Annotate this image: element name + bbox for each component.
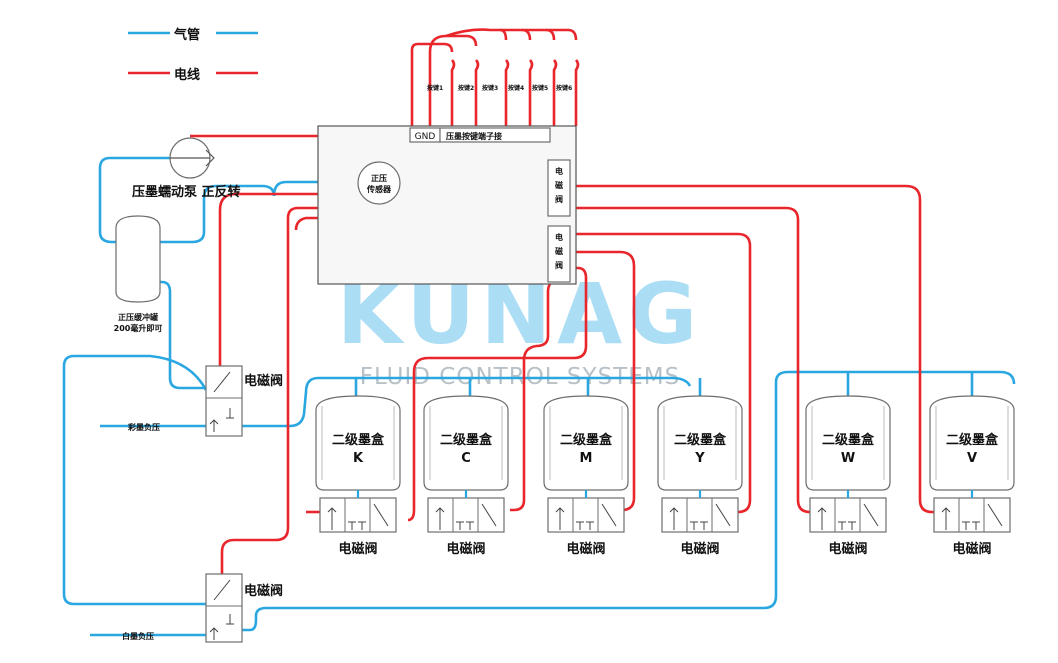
wire-runs	[190, 134, 936, 580]
ink-box-v: 二级墨盒 V 电磁阀	[929, 395, 1015, 557]
ink-box-code: K	[353, 451, 364, 466]
ink-box-code: Y	[694, 451, 705, 466]
ink-box-valve-label: 电磁阀	[680, 541, 719, 557]
ink-box-valve	[319, 490, 397, 533]
gnd-terminal: GND	[415, 132, 436, 142]
button-labels: 按键1 按键2 按键3 按键4 按键5 按键6	[427, 84, 572, 92]
legend-wire-label: 电线	[174, 67, 200, 83]
ink-box-title: 二级墨盒	[560, 432, 613, 448]
upper-solenoid-valve: 电磁阀 彩墨负压	[127, 365, 283, 437]
ink-box-valve	[427, 490, 505, 533]
ink-box-body	[315, 395, 401, 491]
pump-label: 压墨蠕动泵 正反转	[132, 184, 241, 200]
lower-solenoid-valve: 电磁阀 白墨负压	[122, 573, 283, 643]
valve-port-1-char3: 阀	[555, 194, 563, 204]
ink-box-m: 二级墨盒 M 电磁阀	[543, 395, 629, 557]
ink-box-y: 二级墨盒 Y 电磁阀	[657, 395, 743, 557]
ink-box-valve	[661, 490, 739, 533]
ink-boxes: 二级墨盒 K 电磁阀 二级墨盒 C 电磁阀 二级墨盒 M 电磁阀 二级墨盒 Y 电磁阀 二级墨盒 W 电磁阀…	[315, 395, 1015, 557]
ink-box-code: M	[580, 451, 593, 466]
ink-box-valve-label: 电磁阀	[446, 541, 485, 557]
buffer-tank: 正压缓冲罐 200毫升即可	[114, 215, 163, 333]
ink-box-valve-label: 电磁阀	[566, 541, 605, 557]
ink-box-valve	[809, 490, 887, 533]
ink-box-title: 二级墨盒	[332, 432, 385, 448]
legend-air-label: 气管	[174, 27, 200, 43]
pressure-sensor-line2: 传感器	[366, 184, 392, 194]
buffer-tank-line2: 200毫升即可	[114, 323, 163, 333]
ink-box-body	[805, 395, 891, 491]
air-tubes	[62, 156, 1016, 637]
button-label-6: 按键6	[556, 84, 572, 92]
ink-box-body	[423, 395, 509, 491]
white-ink-negative-label: 白墨负压	[122, 631, 154, 641]
valve-port-2-char3: 阀	[555, 260, 563, 270]
legend: 气管 电线	[128, 27, 258, 83]
ink-box-k: 二级墨盒 K 电磁阀	[315, 395, 401, 557]
ink-box-valve-label: 电磁阀	[828, 541, 867, 557]
upper-valve-label: 电磁阀	[244, 373, 283, 389]
ink-box-valve-label: 电磁阀	[338, 541, 377, 557]
ink-box-title: 二级墨盒	[440, 432, 493, 448]
controller-box: GND 压墨按键端子接 正压 传感器	[317, 125, 577, 285]
button-label-5: 按键5	[532, 84, 548, 92]
ink-box-valve	[933, 490, 1011, 533]
button-label-2: 按键2	[458, 84, 474, 92]
pressure-sensor-line1: 正压	[371, 174, 387, 183]
ink-box-body	[657, 395, 743, 491]
ink-box-code: C	[461, 451, 471, 466]
ink-box-c: 二级墨盒 C 电磁阀	[423, 395, 509, 557]
ink-box-code: W	[841, 451, 855, 466]
peristaltic-pump: 压墨蠕动泵 正反转	[132, 137, 241, 200]
valve-port-2-char2: 磁	[555, 246, 563, 256]
button-switch-wires	[410, 28, 580, 126]
ink-box-body	[929, 395, 1015, 491]
button-label-4: 按键4	[508, 84, 524, 92]
buffer-tank-line1: 正压缓冲罐	[118, 312, 158, 322]
ink-box-code: V	[967, 451, 977, 466]
ink-box-valve	[547, 490, 625, 533]
button-label-3: 按键3	[482, 84, 498, 92]
lower-valve-label: 电磁阀	[244, 583, 283, 599]
color-ink-negative-label: 彩墨负压	[127, 422, 160, 432]
ink-box-title: 二级墨盒	[822, 432, 875, 448]
button-label-1: 按键1	[427, 84, 443, 92]
ink-box-w: 二级墨盒 W 电磁阀	[805, 395, 891, 557]
ink-box-title: 二级墨盒	[674, 432, 727, 448]
valve-port-1-char2: 磁	[555, 180, 563, 190]
ink-box-body	[543, 395, 629, 491]
ink-box-title: 二级墨盒	[946, 432, 999, 448]
valve-port-1-char1: 电	[555, 166, 563, 176]
valve-port-2-char1: 电	[555, 232, 563, 242]
ink-box-valve-label: 电磁阀	[952, 541, 991, 557]
button-terminal-label: 压墨按键端子接	[446, 131, 502, 141]
